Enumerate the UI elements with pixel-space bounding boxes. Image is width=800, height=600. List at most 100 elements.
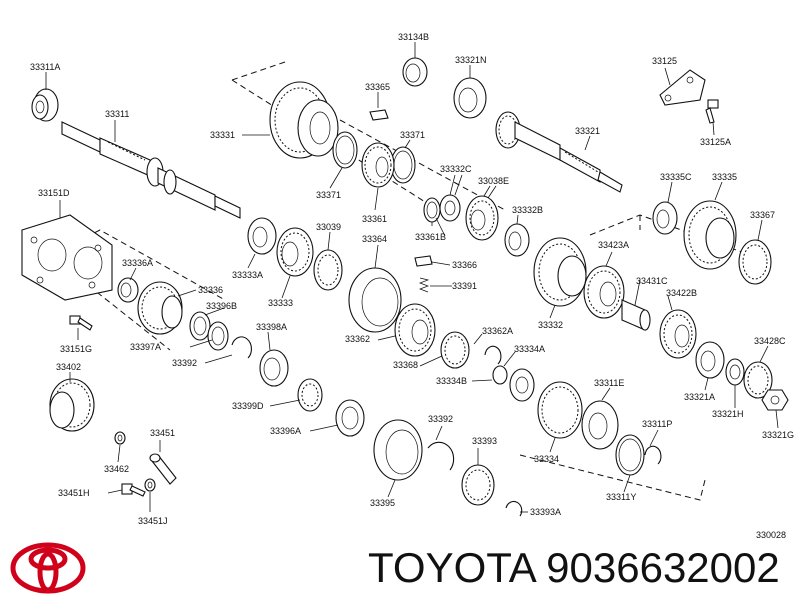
- part-33321H-washer: [725, 358, 745, 386]
- part-33462-washer: [114, 431, 126, 445]
- part-33321-output-shaft: [495, 111, 623, 193]
- label-33393: 33393: [472, 436, 497, 446]
- label-33366: 33366: [452, 260, 477, 270]
- part-33396B-ring: [189, 311, 211, 341]
- label-33332: 33332: [538, 320, 563, 330]
- label-33125A: 33125A: [700, 137, 731, 147]
- label-33402: 33402: [56, 362, 81, 372]
- part-33151D-plate: [21, 214, 113, 301]
- diagram-code: 330028: [756, 530, 786, 540]
- label-33333A: 33333A: [232, 270, 263, 280]
- part-33336-gear: [137, 281, 183, 335]
- part-33311Y-ring: [615, 434, 645, 476]
- part-33125A-bolt: [705, 99, 719, 124]
- part-33364-sleeve: [348, 267, 402, 333]
- label-33334B: 33334B: [436, 376, 467, 386]
- part-33038E-bearing: [465, 195, 499, 241]
- part-33362A-snap-ring: [484, 345, 502, 365]
- label-33393A: 33393A: [530, 507, 561, 517]
- part-33393A-snap-ring: [505, 500, 523, 517]
- part-33423A-gear: [583, 265, 625, 319]
- label-33335: 33335: [712, 172, 737, 182]
- part-33371-ring-a: [332, 131, 358, 169]
- part-33422B-gear: [659, 309, 697, 359]
- label-33365: 33365: [365, 82, 390, 92]
- part-33332B-bearing: [504, 223, 530, 257]
- label-33462: 33462: [104, 464, 129, 474]
- label-33391: 33391: [452, 281, 477, 291]
- label-33451J: 33451J: [138, 516, 168, 526]
- label-33151G: 33151G: [60, 344, 92, 354]
- label-33321: 33321: [575, 126, 600, 136]
- label-33321G: 33321G: [762, 430, 794, 440]
- part-33335-gear: [683, 200, 737, 270]
- part-33365-key: [369, 109, 389, 121]
- label-33331: 33331: [210, 130, 235, 140]
- part-33311A-bearing: [31, 88, 59, 122]
- label-33428C: 33428C: [754, 336, 786, 346]
- part-33334B-bearing: [509, 368, 535, 402]
- label-33397A: 33397A: [130, 342, 161, 352]
- label-33311P: 33311P: [642, 419, 672, 429]
- part-33428C-gear: [743, 361, 773, 399]
- label-33311: 33311: [105, 109, 129, 119]
- part-33134B-seal: [402, 57, 428, 87]
- label-33396A: 33396A: [270, 426, 301, 436]
- label-33368: 33368: [393, 360, 418, 370]
- part-33367-ring: [738, 239, 772, 285]
- toyota-logo-ellipses: [10, 542, 86, 594]
- part-33392-snap-ring-b: [427, 441, 455, 471]
- label-33392-b: 33392: [428, 414, 453, 424]
- label-33371-b: 33371: [400, 130, 425, 140]
- part-33371-ring-b: [390, 146, 416, 184]
- part-33396A-ring: [335, 399, 365, 437]
- part-33395-sleeve: [373, 419, 423, 481]
- part-33451J-washer: [144, 478, 156, 492]
- part-33451-pin: [149, 453, 177, 485]
- label-33367: 33367: [750, 210, 775, 220]
- label-33311E: 33311E: [594, 378, 624, 388]
- label-33134B: 33134B: [398, 32, 429, 42]
- part-33321A-bearing: [695, 341, 725, 379]
- part-33397A-ring: [207, 321, 229, 351]
- label-33335C: 33335C: [660, 172, 692, 182]
- label-33336A: 33336A: [122, 258, 153, 268]
- part-33125-bracket: [659, 69, 706, 106]
- part-33393-gear: [461, 464, 495, 506]
- label-33311Y: 33311Y: [606, 492, 636, 502]
- part-33332-gear: [533, 237, 587, 307]
- label-33395: 33395: [370, 498, 395, 508]
- leader-lines: [45, 42, 779, 513]
- part-33335C-bearing: [652, 201, 678, 235]
- label-33039: 33039: [316, 222, 341, 232]
- label-33321H: 33321H: [712, 409, 744, 419]
- part-33039-ring: [313, 249, 343, 291]
- label-33333: 33333: [268, 298, 293, 308]
- part-33331-gear: [269, 81, 339, 159]
- part-33431C-sleeve: [621, 299, 651, 331]
- transmission-gear-diagram: 33311A 33311 33151D 33336A 33151G 33402 …: [21, 32, 794, 540]
- label-33336: 33336: [198, 285, 223, 295]
- part-33399D-ring: [297, 378, 323, 412]
- label-33423A: 33423A: [598, 240, 629, 250]
- label-33399D: 33399D: [232, 401, 264, 411]
- label-33361: 33361: [362, 214, 387, 224]
- part-33334-gear: [537, 381, 583, 439]
- label-33038E: 33038E: [478, 176, 509, 186]
- part-33311E-bearing: [581, 400, 619, 450]
- label-33392-a: 33392: [172, 358, 197, 368]
- label-33321A: 33321A: [684, 392, 715, 402]
- label-33332C: 33332C: [440, 164, 472, 174]
- part-labels: 33311A 33311 33151D 33336A 33151G 33402 …: [30, 32, 794, 540]
- label-33361B: 33361B: [415, 232, 446, 242]
- label-33125: 33125: [652, 56, 677, 66]
- label-33371-a: 33371: [316, 190, 341, 200]
- part-33391-spring: [419, 277, 430, 293]
- part-33321N-bearing: [453, 77, 487, 119]
- part-33334A-ring: [492, 365, 508, 385]
- toyota-logo: [10, 542, 86, 594]
- part-33336A-bearing: [117, 277, 139, 303]
- part-33333-gear: [276, 227, 314, 277]
- part-33361B-ring: [423, 197, 441, 223]
